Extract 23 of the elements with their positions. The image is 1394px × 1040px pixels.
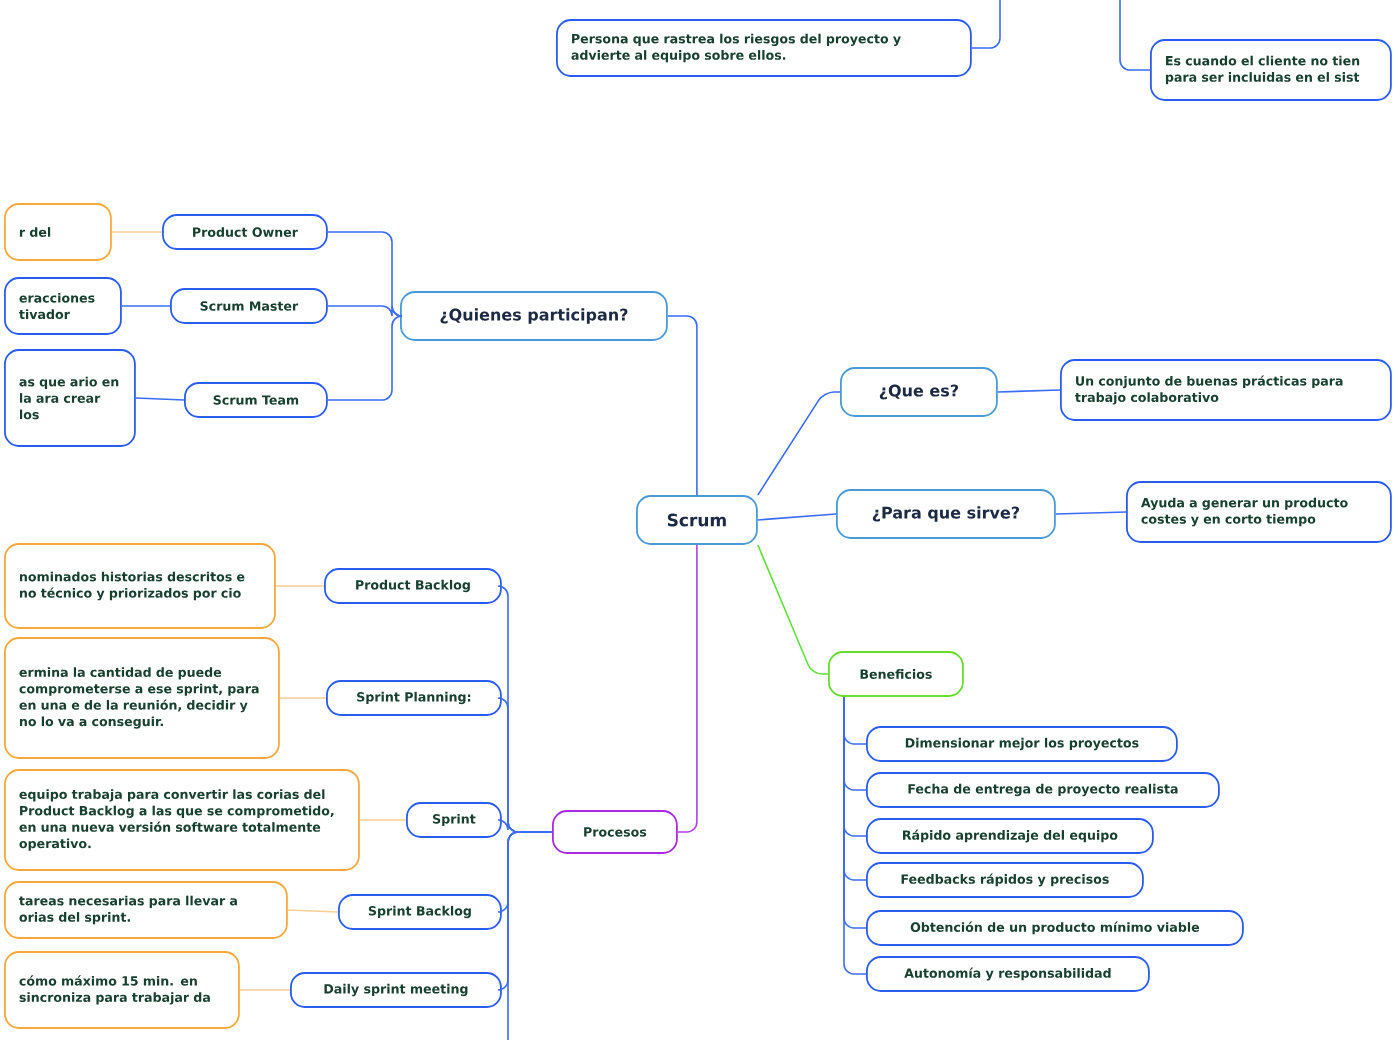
topic-box: ¿Quienes participan?: [400, 291, 668, 341]
connector: [287, 909, 339, 913]
connector: [121, 305, 171, 307]
connector: [279, 697, 327, 699]
topic-box: ¿Para que sirve?: [836, 489, 1056, 539]
connector: [327, 315, 403, 401]
connector: [971, 0, 1001, 49]
connector: [327, 305, 403, 317]
connector: [997, 389, 1061, 393]
connector: [359, 819, 407, 821]
connector: [507, 831, 553, 1040]
topic-box: ¿Que es?: [840, 367, 998, 417]
connector: [757, 544, 829, 675]
connector: [275, 585, 325, 587]
connector: [239, 989, 291, 991]
connector: [757, 513, 837, 521]
connector: [135, 397, 185, 401]
connector: [667, 315, 698, 496]
connector: [1055, 511, 1127, 515]
connector: [111, 231, 163, 233]
connector: [757, 391, 841, 496]
topic-box: Scrum: [636, 495, 758, 545]
connector: [1119, 0, 1151, 71]
